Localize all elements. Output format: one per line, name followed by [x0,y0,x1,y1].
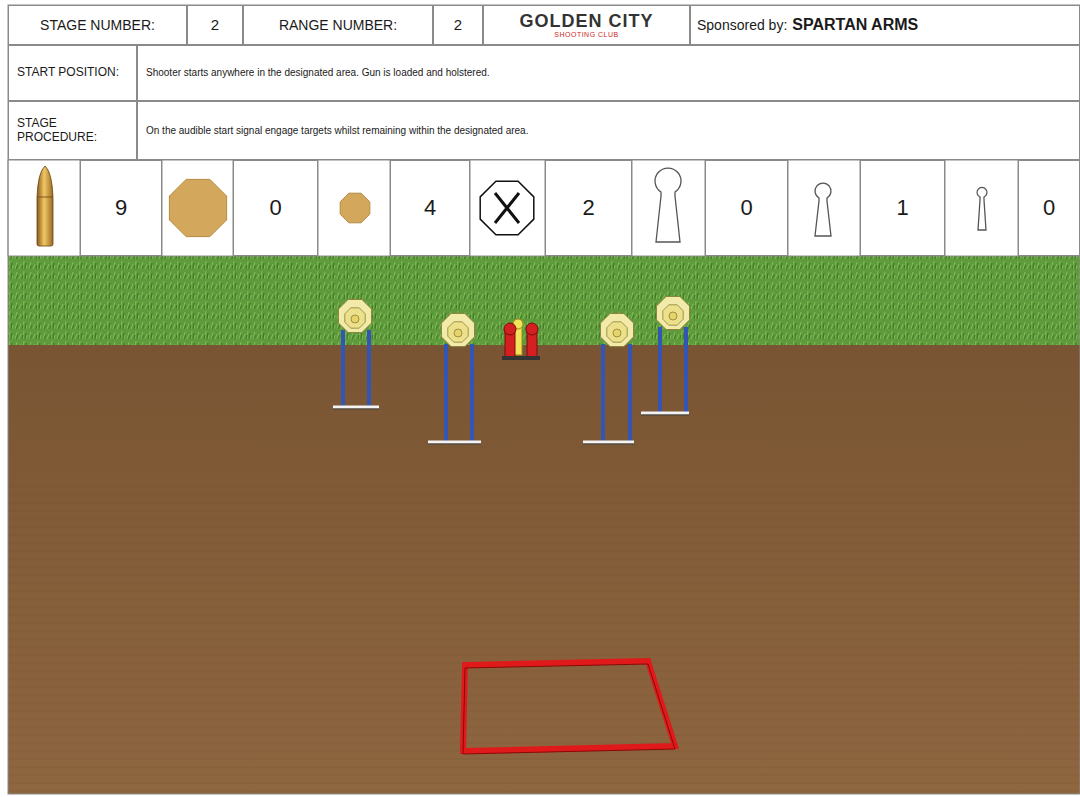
club-logo-text: GOLDEN CITY [519,11,653,32]
popper-icon [815,183,831,236]
grass-berm [8,256,1080,346]
field-label: RANGE NUMBER: [243,5,433,45]
field-value-text: 2 [211,16,219,33]
small-popper-icon [977,187,987,230]
plate-stands [333,296,690,444]
field-text-text: On the audible start signal engage targe… [146,125,528,137]
count-cell: 9 [80,160,162,256]
icon-row [8,160,1080,256]
count-cell-text: 1 [896,195,908,220]
field-label: STAGE NUMBER: [8,5,187,45]
field-value: 2 [187,5,243,45]
count-cell: 2 [545,160,632,256]
range-scene [8,256,1080,794]
club-logo: GOLDEN CITYSHOOTING CLUB [483,5,690,45]
count-cell-text: 9 [115,195,127,220]
count-cell-text: 0 [1043,195,1055,220]
count-cell: 4 [390,160,470,256]
count-cell: 1 [860,160,945,256]
dirt-floor [8,345,1080,794]
shooting-box-shadow [463,664,675,754]
popper-group [502,319,540,360]
no-shoot-icon [480,181,534,235]
count-cell: 0 [233,160,318,256]
field-label: START POSITION: [8,45,137,101]
count-cell: 0 [1018,160,1080,256]
field-label-text: RANGE NUMBER: [279,17,397,33]
count-cell-text: 0 [269,195,281,220]
shooting-box [463,661,675,751]
plate-stand [641,296,690,415]
field-label: STAGE PROCEDURE: [8,101,137,160]
large-popper-icon [655,168,681,242]
bullet-icon [37,166,53,246]
field-text-text: Shooter starts anywhere in the designate… [146,67,490,79]
dirt-texture [8,345,1080,794]
field-text: On the audible start signal engage targe… [137,101,1080,160]
field-label-text: STAGE PROCEDURE: [17,117,128,145]
small-plate-icon [340,193,370,223]
club-logo-text: SHOOTING CLUB [554,31,618,39]
sponsor-box: Sponsored by: SPARTAN ARMS [690,5,1080,45]
sponsor-box-text: SPARTAN ARMS [792,16,918,34]
sheet-frame [8,5,1080,794]
plate-stand [428,313,481,444]
field-value-text: 2 [454,16,462,33]
field-text: Shooter starts anywhere in the designate… [137,45,1080,101]
field-value: 2 [433,5,483,45]
field-label-text: STAGE NUMBER: [40,17,155,33]
count-cell-text: 0 [740,195,752,220]
sponsor-box-text: Sponsored by: [697,17,787,33]
no-shoot-cross [495,193,519,223]
plate-stand [583,313,634,444]
count-cell-text: 4 [424,195,436,220]
count-cell-text: 2 [582,195,594,220]
field-label-text: START POSITION: [17,66,119,80]
large-plate-icon [169,179,226,236]
plate-stand [333,299,379,409]
count-cell: 0 [705,160,788,256]
